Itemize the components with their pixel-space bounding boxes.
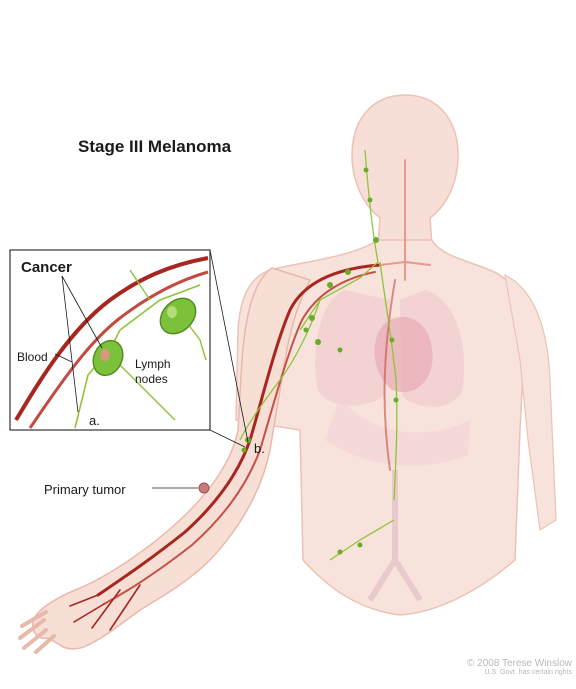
label-a: a. <box>89 413 100 428</box>
lymph-nodes-label-line2: nodes <box>135 372 195 387</box>
credit-line-2: U.S. Govt. has certain rights <box>467 669 572 676</box>
copyright-credit: © 2008 Terese Winslow U.S. Govt. has cer… <box>467 658 572 676</box>
page-title: Stage III Melanoma <box>78 137 231 157</box>
lymph-nodes-label: Lymph nodes <box>135 357 195 387</box>
blood-label: Blood <box>17 350 48 364</box>
label-b: b. <box>254 441 265 456</box>
credit-line-1: © 2008 Terese Winslow <box>467 658 572 669</box>
cancer-label: Cancer <box>21 259 72 276</box>
primary-tumor-marker <box>152 483 209 493</box>
lymph-nodes-label-line1: Lymph <box>135 357 195 372</box>
primary-tumor-label: Primary tumor <box>44 482 126 497</box>
lymph-node-inset <box>10 250 210 430</box>
